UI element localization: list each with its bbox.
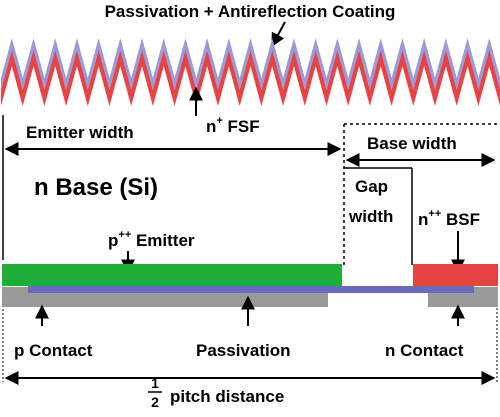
title-arrow [271, 21, 286, 48]
antireflection-coating-layer [1, 38, 500, 90]
gap-label-line1: Gap [355, 177, 388, 196]
base-width-label: Base width [367, 134, 457, 153]
emitter-width-label: Emitter width [26, 123, 134, 142]
fraction-numerator: 1 [151, 375, 159, 391]
passivation-label: Passivation [196, 341, 291, 360]
fsf-label: n+ FSF [206, 115, 260, 136]
emitter-label: p++ Emitter [108, 229, 195, 250]
n-fsf-layer [1, 50, 500, 106]
fraction-denominator: 2 [151, 394, 159, 410]
passivation-layer [28, 286, 474, 293]
gap-label-line2: width [348, 207, 393, 226]
pitch-label: pitch distance [170, 387, 284, 406]
p-emitter-layer [2, 264, 342, 286]
textured-front-surface [1, 38, 500, 106]
p-contact-label: p Contact [14, 341, 93, 360]
n-base-label: n Base (Si) [34, 174, 158, 201]
n-bsf-layer [413, 264, 498, 286]
title-label: Passivation + Antireflection Coating [105, 2, 396, 21]
bsf-label: n++ BSF [418, 208, 480, 229]
n-contact-label: n Contact [385, 341, 464, 360]
